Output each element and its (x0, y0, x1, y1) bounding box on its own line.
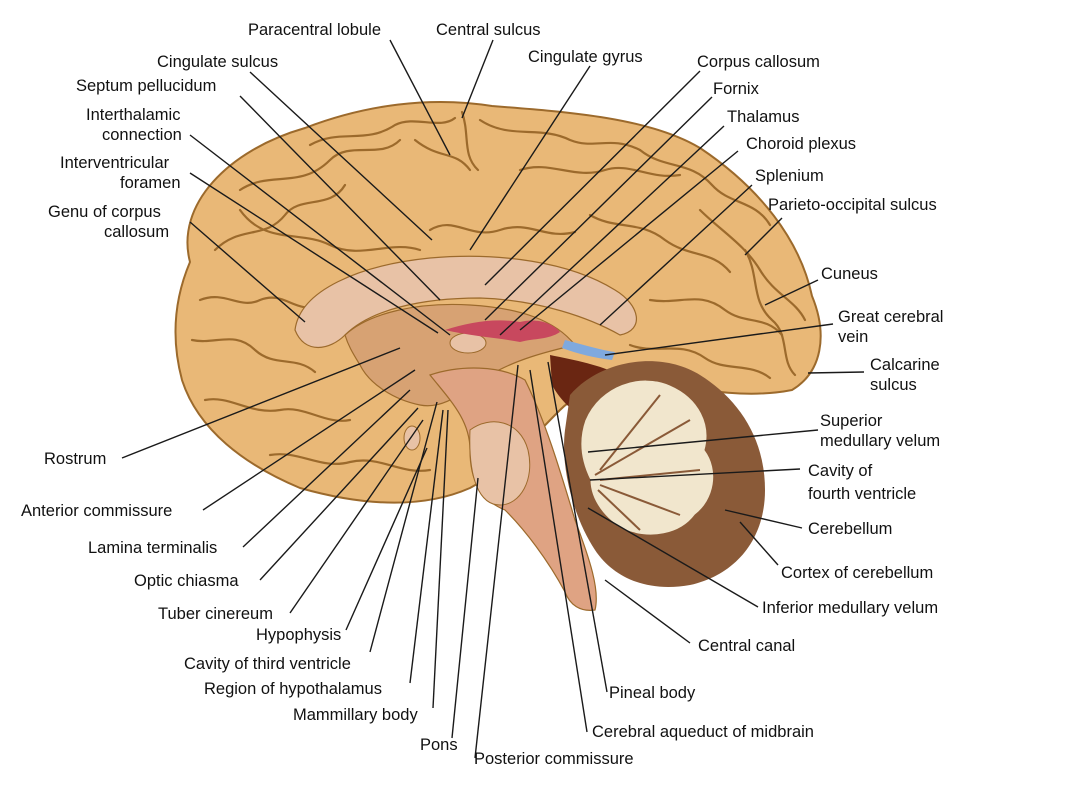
label-pineal-body: Pineal body (609, 684, 696, 702)
brain-illustration (174, 100, 822, 611)
label-great-vein-2: vein (838, 328, 868, 346)
label-interventricular-1: Interventricular (60, 154, 170, 172)
label-posterior-commissure: Posterior commissure (474, 750, 634, 768)
label-central-canal: Central canal (698, 637, 795, 655)
label-superior-velum-1: Superior (820, 412, 883, 430)
great-cerebral-vein-shape (562, 340, 615, 360)
labels: Paracentral lobule Central sulcus Cingul… (21, 21, 943, 768)
label-splenium: Splenium (755, 167, 824, 185)
corpus-callosum-shape (294, 255, 638, 348)
hypophysis-shape (403, 425, 421, 451)
label-mammillary-body: Mammillary body (293, 706, 418, 724)
label-fourth-ventricle-2: fourth ventricle (808, 485, 916, 503)
label-inferior-velum: Inferior medullary velum (762, 599, 938, 617)
arbor-vitae (580, 379, 715, 536)
label-septum-pellucidum: Septum pellucidum (76, 77, 216, 95)
label-choroid-plexus: Choroid plexus (746, 135, 856, 153)
label-rostrum: Rostrum (44, 450, 106, 468)
label-anterior-commissure: Anterior commissure (21, 502, 172, 520)
label-cortex-cerebellum: Cortex of cerebellum (781, 564, 933, 582)
label-hypophysis: Hypophysis (256, 626, 341, 644)
cerebrum (174, 100, 822, 504)
label-third-ventricle: Cavity of third ventricle (184, 655, 351, 673)
label-lamina-terminalis: Lamina terminalis (88, 539, 217, 557)
pons-shape (469, 421, 531, 506)
label-paracentral-lobule: Paracentral lobule (248, 21, 381, 39)
leader-lines (121, 39, 865, 759)
label-hypothalamus: Region of hypothalamus (204, 680, 382, 698)
arbor-vitae-branches (594, 394, 701, 531)
label-interthalamic-1: Interthalamic (86, 106, 180, 124)
label-fornix: Fornix (713, 80, 760, 98)
label-calcarine-2: sulcus (870, 376, 917, 394)
label-genu-2: callosum (104, 223, 169, 241)
label-tuber-cinereum: Tuber cinereum (158, 605, 273, 623)
label-corpus-callosum: Corpus callosum (697, 53, 820, 71)
label-calcarine-1: Calcarine (870, 356, 940, 374)
label-genu-1: Genu of corpus (48, 203, 161, 221)
label-pons: Pons (420, 736, 458, 754)
label-interthalamic-2: connection (102, 126, 182, 144)
label-thalamus: Thalamus (727, 108, 799, 126)
choroid-plexus-shape (445, 320, 560, 342)
label-cerebellum: Cerebellum (808, 520, 892, 538)
label-optic-chiasma: Optic chiasma (134, 572, 239, 590)
label-cerebral-aqueduct: Cerebral aqueduct of midbrain (592, 723, 814, 741)
label-cuneus: Cuneus (821, 265, 878, 283)
label-cingulate-sulcus: Cingulate sulcus (157, 53, 278, 71)
label-parieto-occipital: Parieto-occipital sulcus (768, 196, 937, 214)
label-great-vein-1: Great cerebral (838, 308, 943, 326)
gyri-pattern (190, 110, 807, 472)
label-fourth-ventricle-1: Cavity of (808, 462, 873, 480)
label-cingulate-gyrus: Cingulate gyrus (528, 48, 643, 66)
label-superior-velum-2: medullary velum (820, 432, 940, 450)
label-interventricular-2: foramen (120, 174, 181, 192)
label-central-sulcus: Central sulcus (436, 21, 541, 39)
